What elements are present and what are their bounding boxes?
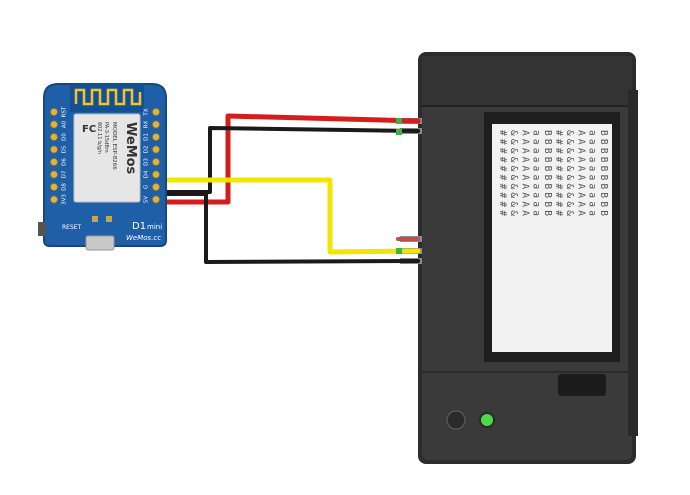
- wires: [155, 113, 421, 264]
- feed-button: [446, 410, 466, 430]
- pin-label-g: G: [144, 185, 150, 189]
- reset-label: RESET: [62, 224, 82, 231]
- pin-label-d4: D4: [144, 170, 150, 178]
- pin-pad-d3: [151, 157, 160, 166]
- printer-side-edge: [628, 90, 638, 436]
- pin-label-d7: D7: [62, 170, 68, 178]
- pin-pad-d1: [151, 132, 160, 141]
- antenna-trace: [74, 88, 142, 106]
- pin-label-3v3: 3V3: [62, 194, 68, 205]
- pin-pad-3v3: [50, 195, 59, 204]
- pin-label-d1: D1: [144, 133, 150, 141]
- shield-sub2: 802.11 b/g/n: [96, 122, 102, 154]
- wemos-d1-mini-board: WeMos MODEL ESP-8266 PA-3-15dBm 802.11 b…: [38, 83, 167, 251]
- pin-pad-tx: [151, 108, 160, 117]
- paper-line: aaaaaaaaaa: [531, 130, 542, 219]
- pin-pad-g: [151, 182, 160, 191]
- pin-pad-rst: [50, 108, 59, 117]
- pin-label-d2: D2: [144, 146, 150, 154]
- shield-sub1: PA-3-15dBm: [103, 122, 109, 153]
- pin-pad-d0: [50, 132, 59, 141]
- fc-mark: FC: [82, 124, 96, 135]
- pin-pad-rx: [151, 120, 160, 129]
- pad-1: [92, 216, 98, 222]
- shield-model: MODEL ESP-8266: [111, 122, 117, 170]
- pin-label-d8: D8: [62, 183, 68, 191]
- pin-pad-d6: [50, 157, 59, 166]
- pin-label-rst: RST: [62, 106, 68, 117]
- wire-tip-2: [396, 129, 402, 135]
- pin-label-rx: RX: [144, 120, 150, 128]
- printer-paper: [492, 124, 612, 352]
- pin-pad-d7: [50, 170, 59, 179]
- pin-label-d5: D5: [62, 145, 68, 153]
- pin-pad-d2: [151, 145, 160, 154]
- paper-line: aaaaaaaaaa: [587, 130, 598, 219]
- paper-feed-lever: [558, 374, 606, 396]
- shield-text: WeMos MODEL ESP-8266 PA-3-15dBm 802.11 b…: [96, 122, 138, 175]
- pin-label-tx: TX: [144, 108, 150, 116]
- status-led: [481, 414, 493, 426]
- paper-line: &&&&&&&&&&: [564, 130, 575, 219]
- pin-pad-a0: [50, 120, 59, 129]
- wire-red-5v: [157, 113, 421, 205]
- pin-pad-d5: [50, 145, 59, 154]
- paper-line: BBBBBBBBBB: [598, 130, 609, 219]
- reset-button: [38, 222, 46, 236]
- paper-line: BBBBBBBBBB: [542, 130, 553, 219]
- pin-label-d0: D0: [62, 133, 68, 141]
- wire-yellow-data: [157, 177, 421, 255]
- pin-pad-d8: [50, 182, 59, 191]
- board-name-suffix: mini: [147, 223, 162, 231]
- shield-brand: WeMos: [123, 122, 138, 175]
- paper-line: &&&&&&&&&&: [508, 130, 519, 219]
- paper-line: ##########: [497, 130, 508, 219]
- wire-tip-1: [396, 118, 402, 124]
- wire-tip-3: [396, 248, 402, 254]
- paper-line: AAAAAAAAAA: [519, 130, 530, 219]
- pin-label-d6: D6: [62, 158, 68, 166]
- paper-line: ##########: [553, 130, 564, 219]
- pin-label-d3: D3: [144, 158, 150, 166]
- pin-pad-5v: [151, 195, 160, 204]
- printer-top-band: [422, 56, 632, 106]
- pin-label-a0: A0: [62, 120, 68, 128]
- wire-black-gnd-bottom: [158, 192, 420, 264]
- board-name: D1: [132, 221, 146, 232]
- paper-line: AAAAAAAAAA: [575, 130, 586, 219]
- esp-shield: [73, 113, 141, 203]
- usb-port: [85, 235, 115, 251]
- pin-pad-d4: [151, 170, 160, 179]
- board-url: WeMos.cc: [126, 234, 161, 242]
- pad-2: [106, 216, 112, 222]
- pin-label-5v: 5V: [144, 196, 150, 203]
